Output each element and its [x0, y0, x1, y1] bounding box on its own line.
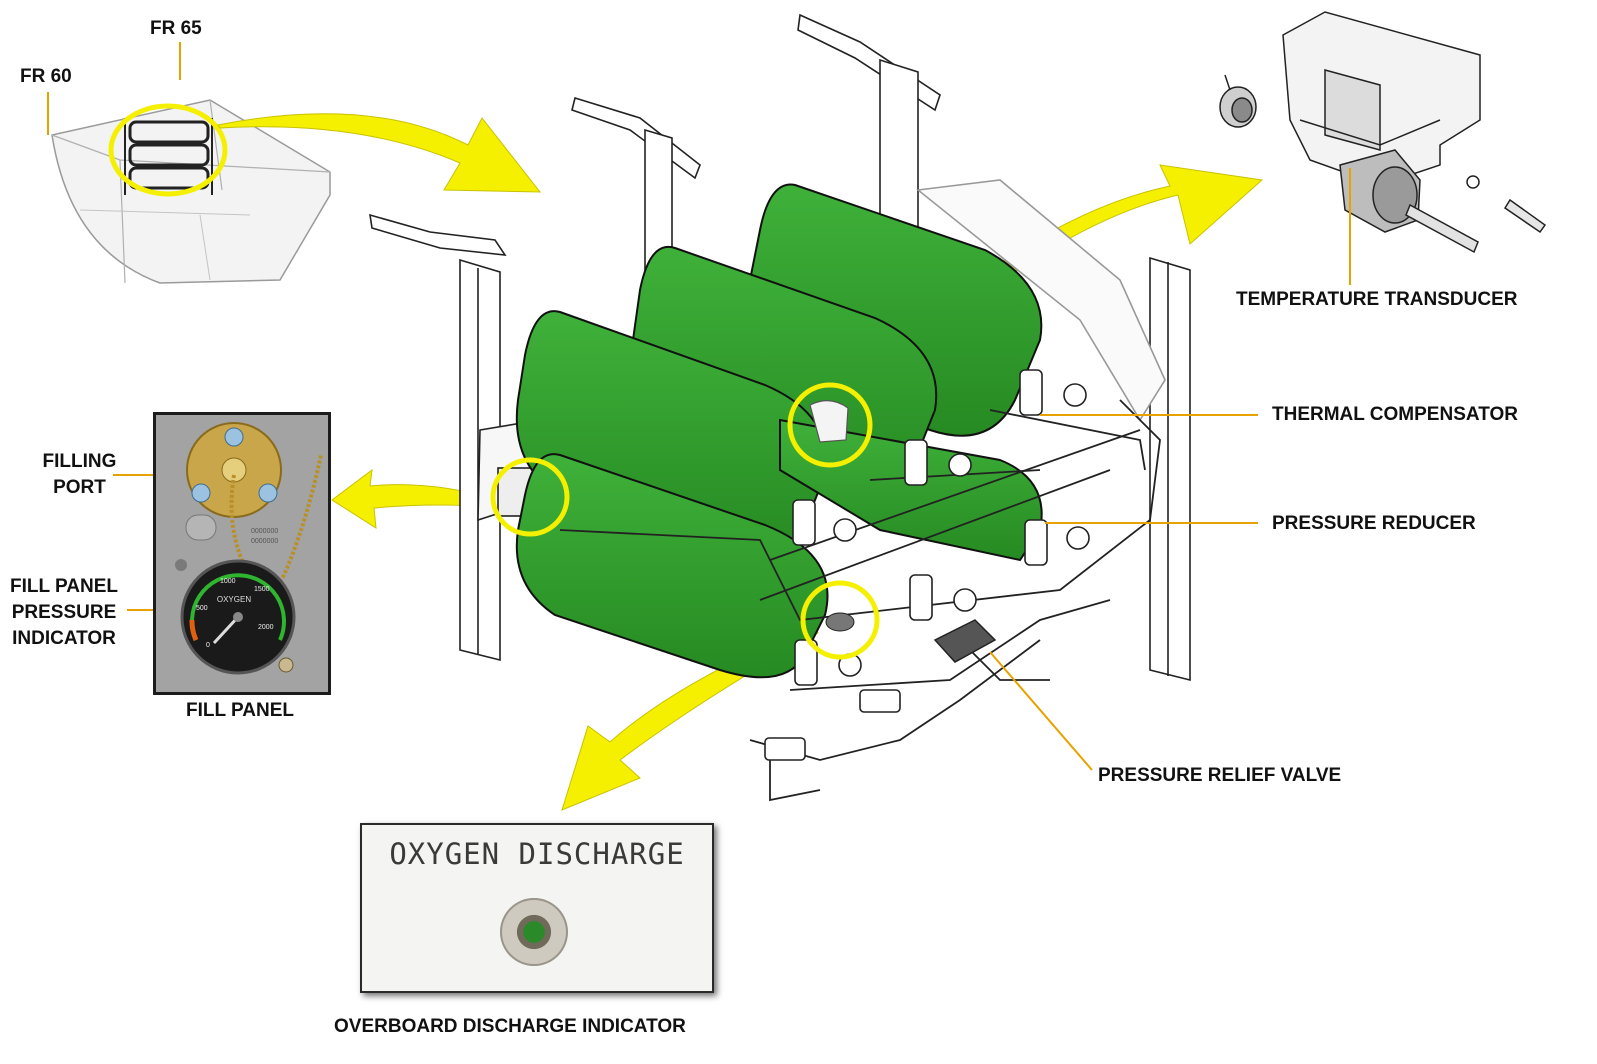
- discharge-outlet-part: [825, 612, 855, 632]
- filling-port-line-1: FILLING: [42, 451, 117, 472]
- fill-panel-highlight: [490, 457, 570, 537]
- transducer-probe: [1405, 203, 1479, 254]
- gauge-tick-1500: 1500: [254, 586, 270, 593]
- gauge-tick-2000: 2000: [258, 624, 274, 631]
- piping-network: [559, 399, 1161, 802]
- gauge-tick-1000: 1000: [220, 578, 236, 585]
- discharge-indicator-disc: [500, 898, 568, 966]
- thermal-compensator-part: [809, 400, 849, 443]
- svg-text:0000000: 0000000: [251, 538, 278, 545]
- pressure-relief-valve-body: [933, 619, 997, 663]
- temperature-transducer-detail: [1219, 11, 1547, 285]
- thermal-compensator-label: THERMAL COMPENSATOR: [1272, 404, 1518, 425]
- mounting-screw: [1503, 198, 1547, 234]
- fr65-label: FR 65: [150, 18, 202, 39]
- gauge-label: OXYGEN: [217, 595, 251, 604]
- fill-panel-photo: 0000000 0000000 OXYGEN 0 500 1000 1500 2…: [153, 412, 331, 695]
- filling-port-label: FILLING PORT: [22, 449, 137, 501]
- highlight-circles: [490, 382, 880, 660]
- pressure-relief-valve-leader: [989, 651, 1093, 771]
- fill-panel-pressure-indicator-line-3: INDICATOR: [12, 628, 116, 649]
- gauge-tick-500: 500: [196, 605, 208, 612]
- filling-port-line-2: PORT: [53, 477, 106, 498]
- cylinder-rear-lower: [779, 418, 1043, 562]
- regulator-valves: [764, 369, 1090, 761]
- pressure-reducer-label: PRESSURE REDUCER: [1272, 513, 1476, 534]
- fill-panel-graphic: 0000000 0000000 OXYGEN 0 500 1000 1500 2…: [156, 415, 328, 692]
- overboard-discharge-indicator-label: OVERBOARD DISCHARGE INDICATOR: [334, 1016, 686, 1037]
- washer: [1466, 175, 1480, 189]
- gauge-tick-0: 0: [206, 642, 210, 649]
- placard-text: OXYGEN DISCHARGE: [389, 837, 685, 871]
- fill-panel-pressure-indicator-line-2: PRESSURE: [11, 602, 117, 623]
- arrow-to-main-view: [217, 113, 542, 193]
- temperature-transducer-label: TEMPERATURE TRANSDUCER: [1236, 289, 1518, 310]
- thumbnail-highlight-circle: [108, 103, 228, 197]
- mounting-bolt: [191, 483, 211, 503]
- fill-panel-label: FILL PANEL: [186, 700, 295, 721]
- thermal-compensator-highlight: [787, 382, 873, 468]
- mounting-bolt: [258, 483, 278, 503]
- discharge-outlet-highlight: [800, 580, 880, 660]
- panel-screw: [278, 657, 294, 673]
- fr60-label: FR 60: [20, 66, 72, 87]
- svg-text:0000000: 0000000: [251, 528, 278, 535]
- fuselage-section-view: [47, 42, 331, 284]
- gauge-needle: [212, 615, 240, 645]
- fill-panel-pressure-indicator-line-1: FILL PANEL: [9, 576, 119, 597]
- oxygen-cylinders: [515, 183, 1043, 679]
- mounting-bolt: [224, 427, 244, 447]
- cylinder-front-lower: [515, 453, 829, 679]
- pressure-relief-valve-label: PRESSURE RELIEF VALVE: [1098, 765, 1342, 786]
- oxygen-discharge-placard: OXYGEN DISCHARGE: [360, 823, 714, 993]
- fill-panel-pressure-indicator-label: FILL PANEL PRESSURE INDICATOR: [0, 574, 128, 652]
